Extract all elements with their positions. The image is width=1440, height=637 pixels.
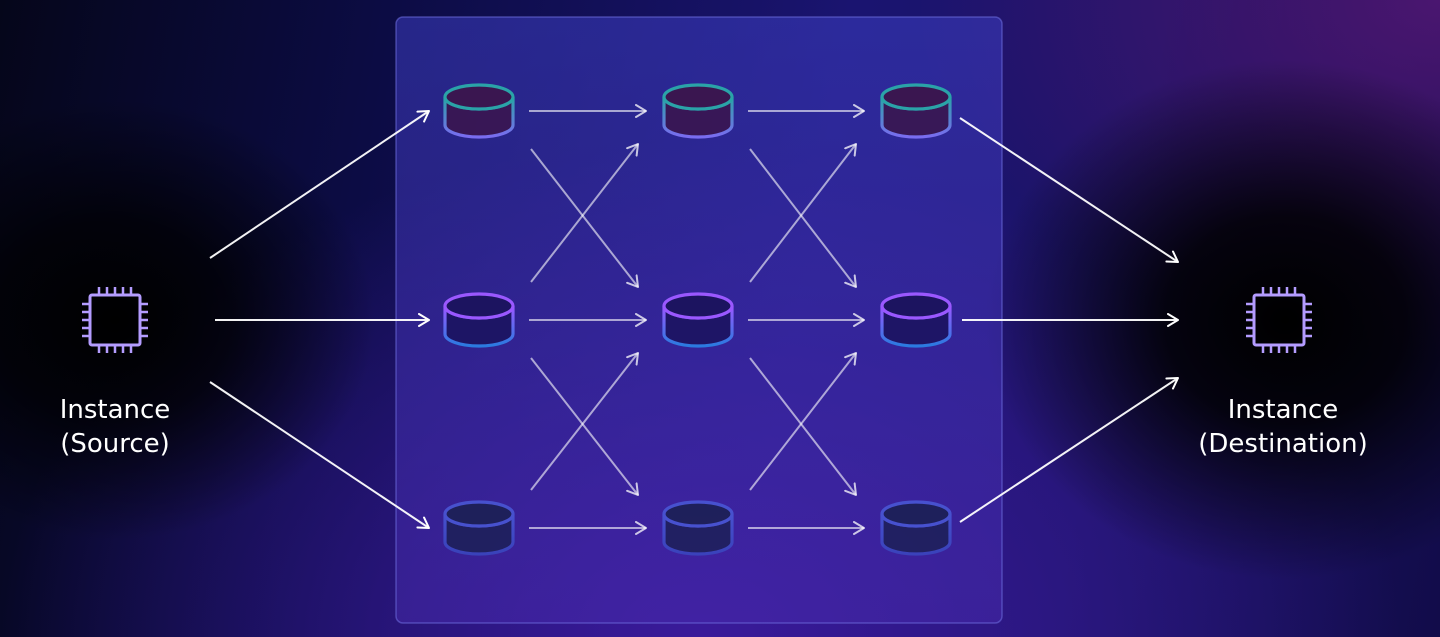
destination-label-line2: (Destination)	[1198, 429, 1368, 459]
arrow-r1c1-to-r2c2	[530, 148, 639, 288]
destination-label-line1: Instance	[1227, 395, 1339, 425]
destination-instance-label: Instance (Destination)	[1183, 393, 1383, 461]
arrow-r3c2-to-r2c3	[749, 352, 857, 491]
database-cylinder-icon-r1c2	[662, 83, 734, 139]
database-cylinder-icon-r3c1	[443, 500, 515, 556]
node-layer	[443, 83, 952, 556]
database-cylinder-icon-r2c1	[443, 292, 515, 348]
cpu-chip-icon	[1246, 287, 1312, 353]
edge-layer	[209, 104, 1179, 535]
source-label-line2: (Source)	[60, 429, 170, 459]
arrow-r3c3-to-destination	[959, 377, 1179, 523]
arrow-r2c2-to-r1c3	[749, 143, 857, 283]
arrow-r2c1-to-r3c2	[530, 357, 639, 496]
cpu-chip-icon	[82, 287, 148, 353]
arrow-r2c2-to-r3c3	[749, 357, 857, 496]
database-cylinder-icon-r1c1	[443, 83, 515, 139]
database-cylinder-icon-r1c3	[880, 83, 952, 139]
database-cylinder-icon-r2c2	[662, 292, 734, 348]
arrow-r1c3-to-destination	[959, 117, 1179, 263]
database-cylinder-icon-r2c3	[880, 292, 952, 348]
database-cylinder-icon-r3c3	[880, 500, 952, 556]
source-instance-label: Instance (Source)	[15, 393, 215, 461]
source-label-line1: Instance	[59, 395, 171, 425]
arrow-source-to-r3c1	[209, 381, 430, 529]
arrow-r2c1-to-r1c2	[530, 143, 639, 283]
arrow-r3c1-to-r2c2	[530, 352, 639, 491]
arrow-r1c2-to-r2c3	[749, 148, 857, 288]
arrow-source-to-r1c1	[209, 110, 430, 259]
database-cylinder-icon-r3c2	[662, 500, 734, 556]
